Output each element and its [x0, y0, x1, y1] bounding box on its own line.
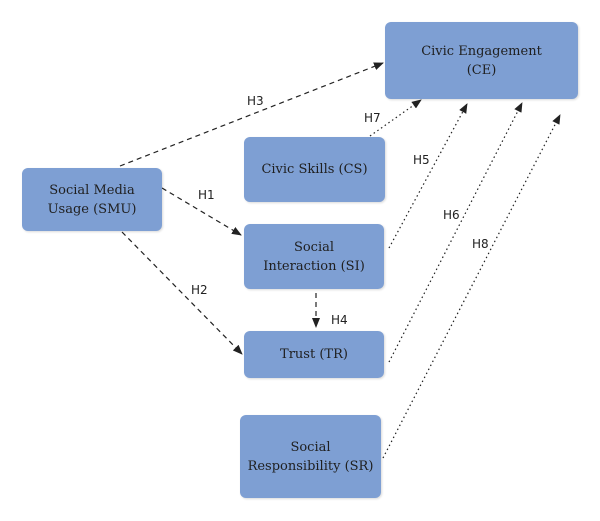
arrow-h5-si-to-ce: [388, 103, 468, 249]
arrow-h7-cs-to-ce: [369, 99, 422, 137]
node-sr-line1: Social: [290, 439, 331, 455]
label-h3: H3: [247, 94, 264, 108]
arrow-h1-smu-to-si: [161, 187, 242, 236]
node-trust: Trust (TR): [244, 331, 384, 378]
node-cs-line1: Civic Skills (CS): [261, 162, 368, 177]
node-sr-line2: Responsibility (SR): [247, 458, 374, 474]
label-h7: H7: [364, 111, 381, 125]
node-civic-skills: Civic Skills (CS): [244, 137, 385, 202]
label-h1: H1: [198, 188, 215, 202]
node-ce-line1: Civic Engagement: [421, 43, 542, 59]
node-si-line2: Interaction (SI): [263, 258, 365, 274]
node-smu-line2: Usage (SMU): [47, 201, 137, 217]
node-social-interaction: Social Interaction (SI): [244, 224, 384, 289]
label-h6: H6: [443, 208, 460, 222]
node-social-responsibility: Social Responsibility (SR): [240, 415, 381, 498]
arrow-h6-tr-to-ce: [388, 102, 523, 363]
label-h4: H4: [331, 313, 348, 327]
node-smu-line1: Social Media: [49, 182, 135, 198]
label-h8: H8: [472, 237, 489, 251]
arrow-h8-sr-to-ce: [382, 114, 561, 459]
label-h5: H5: [413, 153, 430, 167]
arrow-h3-smu-to-ce: [119, 62, 384, 167]
label-h2: H2: [191, 283, 208, 297]
node-social-media-usage: Social Media Usage (SMU): [22, 168, 162, 231]
node-si-line1: Social: [293, 239, 335, 255]
node-ce-line2: (CE): [466, 62, 497, 78]
arrow-h2-smu-to-tr: [121, 231, 243, 355]
node-civic-engagement: Civic Engagement (CE): [385, 22, 578, 99]
node-tr-line1: Trust (TR): [280, 347, 348, 362]
